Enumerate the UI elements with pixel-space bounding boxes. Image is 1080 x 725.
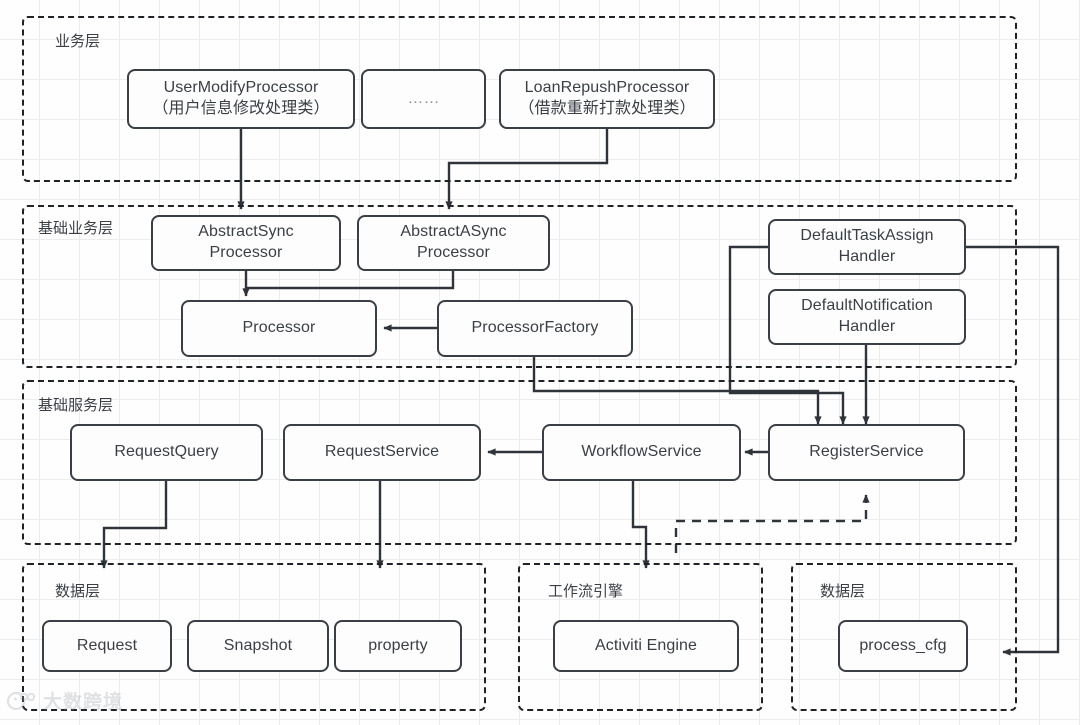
edge-loanrepush-to-abstractasync [445, 129, 609, 210]
node-label-line1: RequestQuery [114, 443, 219, 461]
node-loan-repush-processor[interactable]: LoanRepushProcessor （借款重新打款处理类） [499, 69, 715, 129]
watermark-logo-icon [6, 690, 36, 712]
watermark-text: 大数跨境 [43, 692, 124, 713]
node-user-modify-processor[interactable]: UserModifyProcessor （用户信息修改处理类） [127, 69, 355, 129]
node-property[interactable]: property [334, 620, 462, 672]
node-label-line1: ProcessorFactory [471, 319, 599, 337]
node-label-line2: Processor [417, 244, 490, 261]
node-label-line1: Snapshot [223, 636, 293, 654]
edge-requestquery-to-request [100, 481, 168, 569]
node-label-line1: WorkflowService [581, 443, 702, 461]
node-activiti-engine[interactable]: Activiti Engine [553, 620, 739, 672]
edge-workflowservice-to-activiti [631, 481, 650, 569]
edge-taskassign-to-processcfg [966, 245, 1060, 656]
node-label-line2: Handler [838, 248, 896, 265]
logo-glyph-icon [6, 691, 36, 710]
node-label-line1: Activiti Engine [595, 636, 697, 654]
node-label-line1: Request [76, 636, 138, 654]
node-label-line1: RequestService [324, 443, 440, 461]
node-request-service[interactable]: RequestService [283, 424, 481, 481]
node-label-line2: Processor [209, 244, 283, 261]
node-label-line1: Processor [242, 319, 316, 337]
edge-taskassign-to-registerservice [728, 245, 847, 425]
layer-container-data-right [791, 563, 1017, 711]
layer-container-workflow-engine [518, 563, 763, 711]
node-label-line1: UserModifyProcessor [163, 79, 319, 97]
layer-container-business [22, 16, 1017, 182]
edge-processcfg-to-registerservice-dashed [674, 494, 870, 553]
layer-container-base-service [22, 380, 1017, 545]
node-default-task-assign-handler[interactable]: DefaultTaskAssign Handler [768, 219, 966, 275]
edge-processorfactory-to-registerservice [532, 357, 822, 425]
node-label-line1: AbstractSync [198, 223, 294, 241]
node-label-line1: AbstractASync [400, 223, 507, 241]
layer-title-workflow-engine: 工作流引擎 [548, 583, 624, 600]
layer-title-data-left: 数据层 [55, 583, 101, 600]
node-abstract-async-processor[interactable]: AbstractASync Processor [357, 215, 550, 271]
layer-title-business: 业务层 [55, 33, 101, 50]
node-processor-factory[interactable]: ProcessorFactory [437, 300, 633, 357]
node-default-notification-handler[interactable]: DefaultNotification Handler [768, 289, 966, 345]
node-label-line2: Handler [838, 318, 896, 335]
node-request[interactable]: Request [42, 620, 172, 672]
node-register-service[interactable]: RegisterService [768, 424, 965, 481]
node-label-line2: （借款重新打款处理类） [518, 100, 696, 117]
layer-title-base-business: 基础业务层 [38, 220, 114, 237]
node-label-line2: （用户信息修改处理类） [152, 100, 330, 117]
node-label-line1: LoanRepushProcessor [524, 79, 690, 97]
layer-container-base-business [22, 205, 1017, 368]
node-ellipsis[interactable]: …… [361, 69, 486, 129]
node-label-line1: process_cfg [859, 636, 947, 654]
node-label-line1: …… [407, 89, 440, 107]
node-processor[interactable]: Processor [181, 300, 377, 357]
node-workflow-service[interactable]: WorkflowService [542, 424, 741, 481]
edge-abstractasync-join [246, 271, 455, 290]
layer-container-data-left [22, 563, 486, 711]
node-label-line1: DefaultNotification [801, 297, 933, 315]
layer-title-data-right: 数据层 [820, 583, 866, 600]
node-snapshot[interactable]: Snapshot [187, 620, 329, 672]
watermark: 大数跨境 [6, 687, 123, 714]
node-abstract-sync-processor[interactable]: AbstractSync Processor [151, 215, 341, 271]
node-process-cfg[interactable]: process_cfg [838, 620, 968, 672]
node-request-query[interactable]: RequestQuery [70, 424, 263, 481]
layer-title-base-service: 基础服务层 [38, 397, 114, 414]
node-label-line1: DefaultTaskAssign [800, 227, 934, 245]
node-label-line1: property [368, 636, 428, 654]
node-label-line1: RegisterService [809, 443, 924, 461]
